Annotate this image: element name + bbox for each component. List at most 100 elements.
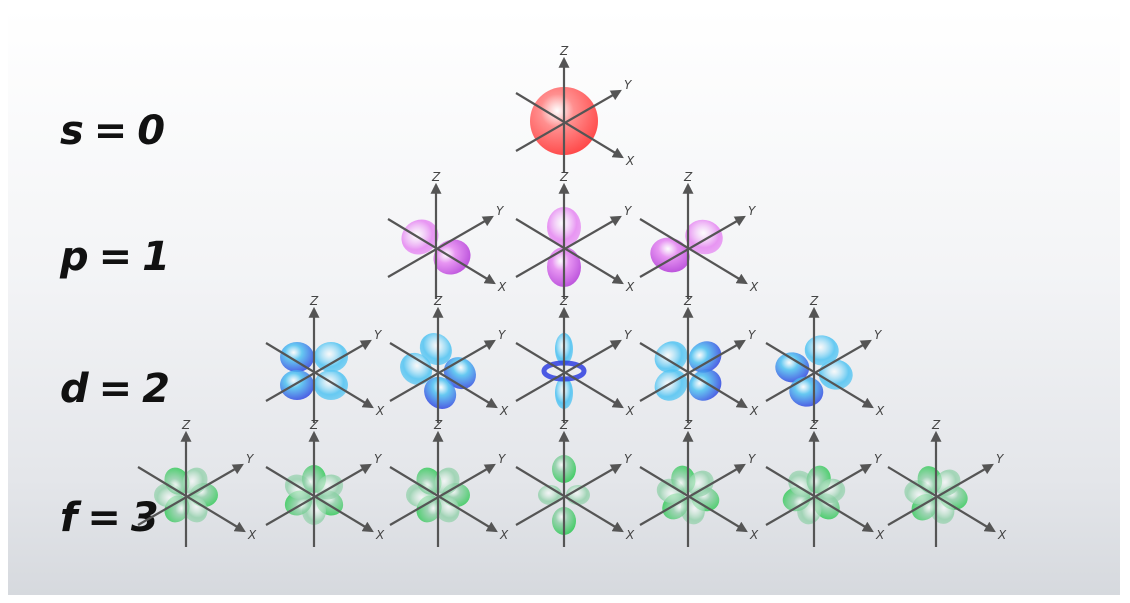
x-axis-line <box>887 466 996 533</box>
x-axis-line <box>137 466 246 533</box>
z-axis-label: Z <box>559 418 569 432</box>
orbital-lobe <box>419 333 452 366</box>
orbital-lobe <box>654 341 688 373</box>
orbital-lobe <box>775 352 810 383</box>
orbital-lobe <box>934 469 961 496</box>
y-axis-line <box>515 463 622 526</box>
y-axis-line <box>389 339 496 402</box>
z-axis-label: Z <box>181 418 191 432</box>
z-axis-label: Z <box>809 418 819 432</box>
y-axis-label: Y <box>246 452 255 466</box>
x-axis-label: X <box>749 404 759 418</box>
orbital-f-3: XYZ <box>389 418 509 547</box>
f-row-label: f = 3 <box>60 495 160 541</box>
orbital-p-z: XYZ <box>515 170 635 299</box>
orbital-lobe <box>400 352 433 385</box>
x-axis-line <box>389 342 498 409</box>
y-axis-line <box>515 89 622 152</box>
z-axis-label: Z <box>809 294 819 308</box>
x-axis-line <box>515 342 624 409</box>
x-axis-label: X <box>625 154 635 168</box>
orbital-lobe <box>314 342 348 372</box>
x-axis-label: X <box>497 280 507 294</box>
y-axis-line <box>639 463 746 526</box>
y-axis-line <box>387 215 494 278</box>
y-axis-label: Y <box>874 328 883 342</box>
x-axis-label: X <box>749 280 759 294</box>
orbital-f-4: X Y Z <box>515 418 635 547</box>
x-axis-line <box>765 342 874 409</box>
z-axis-label: Z <box>431 170 441 184</box>
z-axis-label: Z <box>433 418 443 432</box>
orbital-d-5: X Y Z <box>765 294 885 423</box>
x-axis-label: X <box>247 528 257 542</box>
orbital-d-z2: X Y Z <box>515 294 635 423</box>
orbital-s-sphere: XYZ <box>515 44 635 173</box>
z-axis-label: Z <box>683 418 693 432</box>
z-axis-label: Z <box>559 294 569 308</box>
x-axis-line <box>515 218 624 285</box>
x-axis-line <box>515 466 624 533</box>
orbital-p-x: X Y Z <box>387 170 507 299</box>
orbitals-canvas: XYZXYZXYZXYZXYZXYZXYZXYZXYZXYZXYZXYZXYZX… <box>137 44 1007 547</box>
y-axis-label: Y <box>624 328 633 342</box>
y-axis-line <box>639 339 746 402</box>
y-axis-label: Y <box>496 204 505 218</box>
orbital-f-5: XYZ <box>639 418 759 547</box>
z-axis-label: Z <box>309 294 319 308</box>
orbital-lobe <box>688 341 722 373</box>
orbital-lobe <box>424 376 457 409</box>
orbital-lobe <box>650 237 690 273</box>
orbital-lobe <box>280 342 314 372</box>
z-axis-label: Z <box>559 170 569 184</box>
orbital-f-7: XYZ <box>887 418 1007 547</box>
s-row-label: s = 0 <box>60 108 167 154</box>
x-axis-line <box>265 466 374 533</box>
z-axis-label: Z <box>683 170 693 184</box>
y-axis-label: Y <box>748 328 757 342</box>
y-axis-line <box>515 215 622 278</box>
orbital-lobe <box>818 359 853 390</box>
d-row-label: d = 2 <box>60 366 171 412</box>
z-axis-label: Z <box>433 294 443 308</box>
x-axis-label: X <box>625 404 635 418</box>
y-axis-label: Y <box>748 204 757 218</box>
orbital-diagram-panel: s = 0 p = 1 d = 2 f = 3 X Y Z X Y Z X Y Z X Y Z X Y Z X… <box>8 8 1120 595</box>
orbital-f-6: XYZ <box>765 418 885 547</box>
y-axis-label: Y <box>498 452 507 466</box>
x-axis-label: X <box>749 528 759 542</box>
x-axis-line <box>387 218 496 285</box>
z-axis-label: Z <box>931 418 941 432</box>
y-axis-label: Y <box>624 78 633 92</box>
y-axis-line <box>137 463 244 526</box>
orbital-lobe <box>688 369 722 401</box>
x-axis-label: X <box>499 404 509 418</box>
x-axis-line <box>515 92 624 159</box>
orbital-lobe <box>182 495 208 523</box>
orbital-lobe <box>434 495 460 523</box>
x-axis-label: X <box>875 404 885 418</box>
y-axis-label: Y <box>996 452 1005 466</box>
y-axis-line <box>515 339 622 402</box>
orbital-d-1: X Y Z <box>265 294 385 423</box>
y-axis-label: Y <box>624 452 633 466</box>
y-axis-line <box>639 215 746 278</box>
x-axis-label: X <box>875 528 885 542</box>
x-axis-line <box>639 218 748 285</box>
z-axis-label: Z <box>309 418 319 432</box>
y-axis-line <box>265 339 372 402</box>
x-axis-line <box>765 466 874 533</box>
x-axis-line <box>639 342 748 409</box>
x-axis-label: X <box>375 404 385 418</box>
orbital-lobe <box>401 219 439 255</box>
orbital-d-4: XYZ <box>639 294 759 423</box>
orbital-lobe <box>280 370 314 400</box>
x-axis-label: X <box>625 528 635 542</box>
orbital-f-1: X Y Z <box>137 418 257 547</box>
y-axis-label: Y <box>374 452 383 466</box>
p-row-label: p = 1 <box>60 234 171 280</box>
y-axis-line <box>765 339 872 402</box>
y-axis-label: Y <box>374 328 383 342</box>
y-axis-line <box>265 463 372 526</box>
x-axis-line <box>389 466 498 533</box>
